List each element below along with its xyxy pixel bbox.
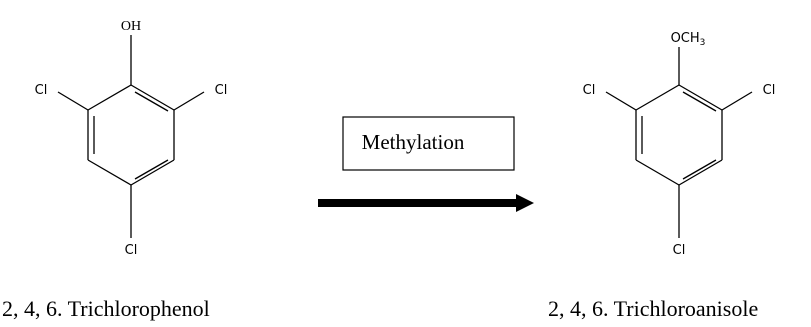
- reaction-arrow-head: [516, 194, 534, 212]
- methylation-label: Methylation: [362, 130, 465, 154]
- benzene-ring-left: [87, 84, 175, 186]
- trichlorophenol-structure: OH Cl Cl Cl: [35, 19, 228, 258]
- ring-bond: [87, 159, 132, 186]
- ring-bond: [678, 159, 723, 186]
- trichloroanisole-structure: OCH3 Cl Cl Cl: [583, 31, 776, 258]
- methoxy-subscript: 3: [700, 38, 706, 48]
- ring-double-bond: [682, 91, 717, 112]
- ring-bond: [130, 84, 175, 111]
- methoxy-label: OCH3: [671, 31, 706, 48]
- ring-double-bond: [134, 91, 169, 112]
- chlorine-bottom-label: Cl: [125, 243, 138, 258]
- cl-left-bond: [605, 91, 637, 111]
- chlorine-right-label: Cl: [763, 83, 776, 98]
- chlorine-right-label: Cl: [215, 83, 228, 98]
- hydroxyl-label: OH: [121, 19, 141, 34]
- cl-right-bond: [173, 91, 205, 111]
- ring-bond: [635, 159, 680, 186]
- chlorine-bottom-label: Cl: [673, 243, 686, 258]
- benzene-ring-right: [635, 84, 723, 186]
- cl-left-bond: [57, 91, 89, 111]
- ring-bond: [635, 84, 680, 111]
- trichloroanisole-caption: 2, 4, 6. Trichloroanisole: [548, 296, 758, 321]
- ring-bond: [678, 84, 723, 111]
- ring-bond: [87, 84, 132, 111]
- reaction-step: Methylation: [318, 116, 534, 212]
- cl-right-bond: [721, 91, 753, 111]
- methylation-box: [342, 116, 515, 171]
- trichlorophenol-caption: 2, 4, 6. Trichlorophenol: [2, 296, 210, 321]
- ring-double-bond: [134, 159, 169, 180]
- ring-double-bond: [682, 159, 717, 180]
- ring-bond: [130, 159, 175, 186]
- chlorine-left-label: Cl: [583, 83, 596, 98]
- chlorine-left-label: Cl: [35, 83, 48, 98]
